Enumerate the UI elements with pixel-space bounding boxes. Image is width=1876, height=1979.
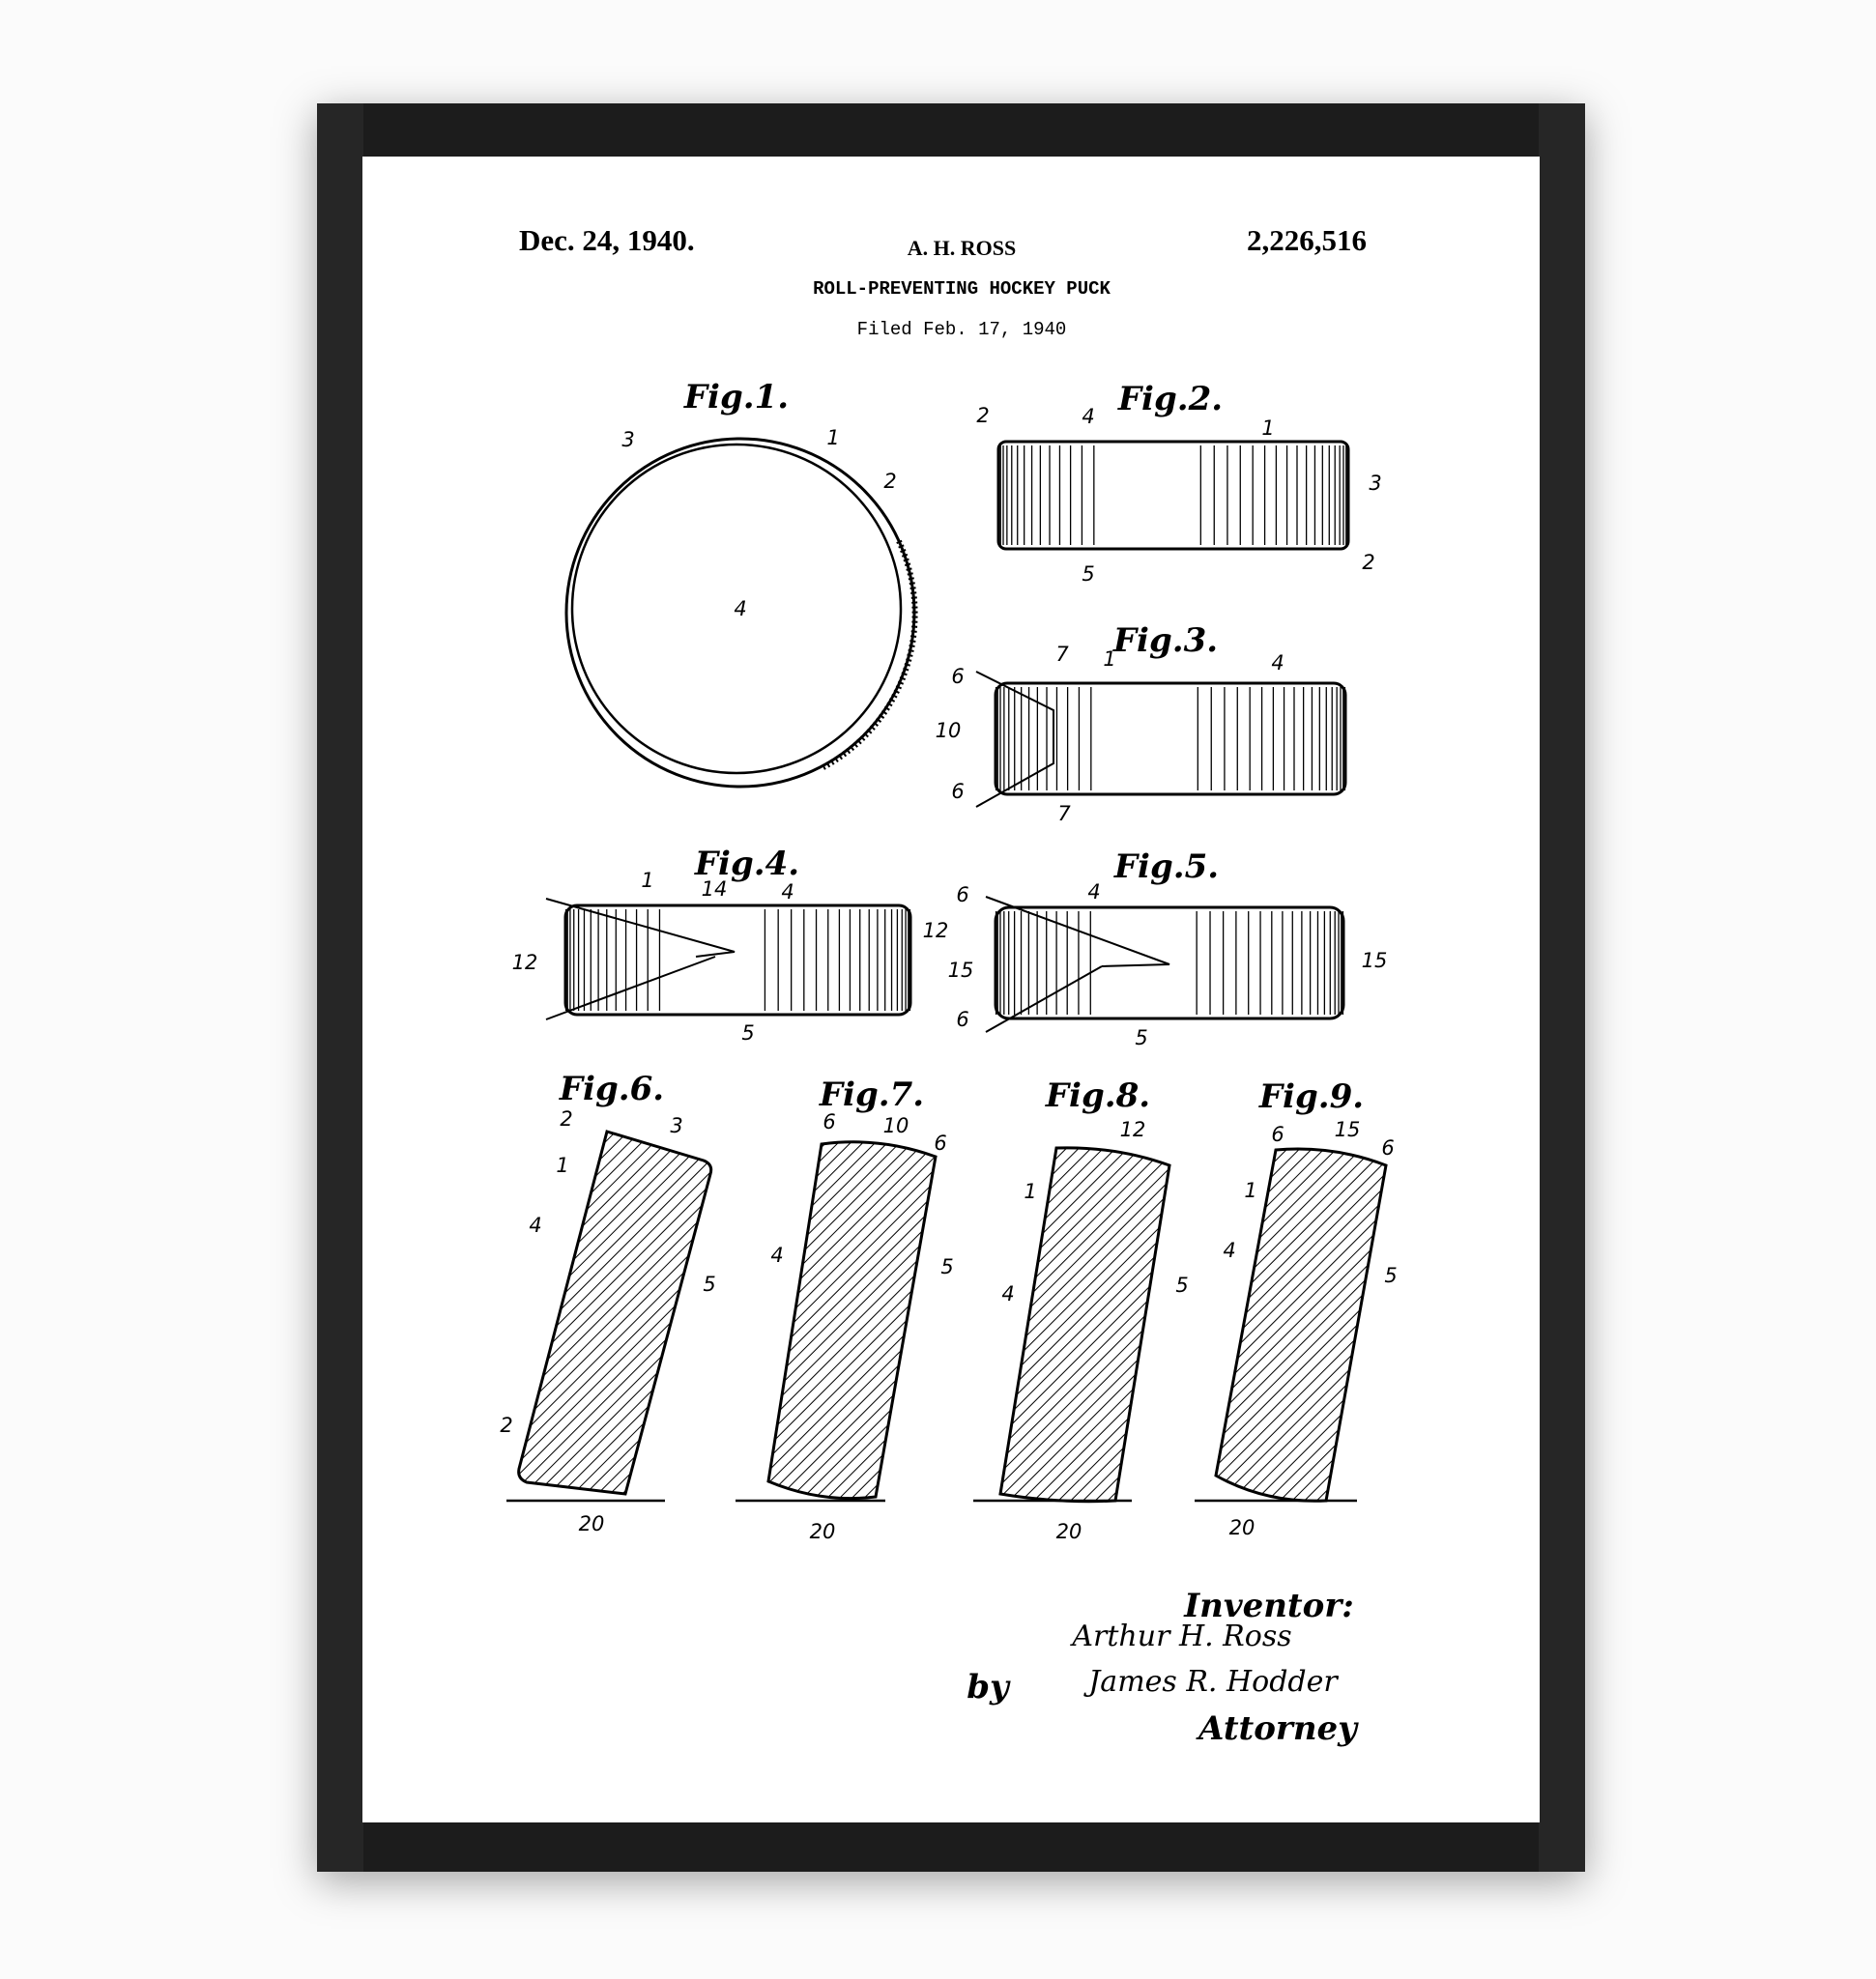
- reference-numeral: 15: [948, 959, 974, 982]
- by-label: by: [967, 1668, 1011, 1707]
- fig-5-puck-side-view: [994, 905, 1345, 1020]
- reference-numeral: 10: [936, 719, 962, 742]
- reference-numeral: 2: [976, 404, 989, 427]
- fig-1-label: Fig.1.: [683, 378, 789, 416]
- reference-numeral: 2: [500, 1414, 512, 1437]
- reference-numeral: 6: [956, 1008, 968, 1031]
- reference-numeral: 6: [1271, 1123, 1284, 1146]
- reference-numeral: 2: [1362, 551, 1374, 574]
- attorney-heading: Attorney: [1196, 1709, 1359, 1748]
- reference-numerals: 3 1 2 4 2 4 1 3 2 5 7 1 4 6 10 6 7 1 14 …: [500, 404, 1397, 1543]
- inventor-signature: Arthur H. Ross: [1069, 1620, 1291, 1653]
- reference-numeral: 6: [956, 883, 968, 906]
- reference-numeral: 2: [883, 470, 896, 493]
- reference-numeral: 4: [770, 1244, 783, 1267]
- reference-numeral: 1: [1103, 647, 1115, 671]
- frame-bevel-right: [1539, 103, 1585, 1872]
- reference-numeral: 1: [1244, 1179, 1256, 1202]
- reference-numeral: 3: [621, 428, 634, 451]
- fig-8-label: Fig.8.: [1045, 1076, 1150, 1115]
- patent-title: ROLL-PREVENTING HOCKEY PUCK: [813, 278, 1111, 300]
- reference-numeral: 5: [1175, 1274, 1188, 1297]
- filed-date: Filed Feb. 17, 1940: [857, 319, 1067, 340]
- reference-numeral: 1: [1024, 1180, 1036, 1203]
- attorney-signature: James R. Hodder: [1082, 1665, 1339, 1699]
- reference-numeral: 15: [1335, 1118, 1361, 1141]
- reference-numeral: 15: [1362, 949, 1388, 972]
- frame-bevel-left: [317, 103, 363, 1872]
- fig-3-puck-side-view: [994, 681, 1347, 796]
- reference-numeral: 7: [1055, 643, 1069, 666]
- reference-numeral: 4: [734, 597, 746, 620]
- reference-numeral: 1: [1261, 416, 1274, 440]
- fig-7-tilted-puck: [766, 1140, 938, 1501]
- reference-numeral: 2: [560, 1107, 572, 1131]
- reference-numeral: 6: [951, 665, 964, 688]
- patent-date: Dec. 24, 1940.: [519, 223, 695, 257]
- reference-numeral: 4: [1271, 651, 1284, 674]
- reference-numeral: 4: [529, 1214, 541, 1237]
- reference-numeral: 5: [1384, 1264, 1397, 1287]
- reference-numeral: 6: [951, 780, 964, 803]
- reference-numeral: 5: [1135, 1026, 1147, 1049]
- section-lines: [545, 671, 1170, 1033]
- reference-numeral: 12: [923, 919, 949, 942]
- reference-numeral: 20: [579, 1512, 605, 1535]
- reference-numeral: 20: [810, 1520, 836, 1543]
- fig-9-tilted-puck: [1214, 1147, 1388, 1503]
- reference-numeral: 6: [823, 1110, 835, 1133]
- fig-6-label: Fig.6.: [559, 1070, 664, 1108]
- reference-numeral: 4: [1223, 1239, 1235, 1262]
- reference-numeral: 14: [702, 877, 728, 901]
- reference-numeral: 1: [556, 1154, 568, 1177]
- reference-numeral: 1: [641, 869, 653, 892]
- reference-numeral: 7: [1057, 802, 1071, 825]
- fig-4-puck-side-view: [563, 903, 912, 1017]
- reference-numeral: 5: [1082, 562, 1094, 586]
- reference-numeral: 4: [781, 880, 794, 903]
- fig-2-puck-side-view: [996, 440, 1350, 551]
- inventor-name: A. H. ROSS: [908, 236, 1016, 260]
- fig-9-label: Fig.9.: [1258, 1077, 1364, 1116]
- reference-numeral: 6: [1381, 1136, 1394, 1160]
- reference-numeral: 3: [670, 1114, 682, 1137]
- reference-numeral: 20: [1056, 1520, 1082, 1543]
- reference-numeral: 3: [1369, 472, 1381, 495]
- reference-numeral: 20: [1229, 1516, 1255, 1539]
- reference-numeral: 4: [1082, 405, 1094, 428]
- puck-ridge-lines: [564, 445, 1349, 1015]
- reference-numeral: 12: [1120, 1118, 1146, 1141]
- patent-number: 2,226,516: [1247, 223, 1367, 257]
- fig-1-puck-top-view: [564, 437, 918, 789]
- reference-numeral: 10: [883, 1114, 909, 1137]
- fig-2-label: Fig.2.: [1117, 380, 1223, 418]
- fig-7-label: Fig.7.: [819, 1076, 924, 1114]
- reference-numeral: 1: [826, 426, 839, 449]
- reference-numeral: 5: [741, 1021, 754, 1045]
- reference-numeral: 4: [1087, 880, 1100, 903]
- fig-6-tilted-puck: [517, 1130, 713, 1496]
- fig-3-label: Fig.3.: [1112, 621, 1218, 660]
- inventor-heading: Inventor:: [1183, 1587, 1354, 1625]
- fig-5-label: Fig.5.: [1113, 847, 1219, 886]
- reference-numeral: 4: [1001, 1282, 1014, 1305]
- reference-numeral: 5: [940, 1255, 953, 1278]
- reference-numeral: 5: [703, 1273, 715, 1296]
- fig-4-label: Fig.4.: [694, 845, 799, 883]
- reference-numeral: 12: [512, 951, 538, 974]
- reference-numeral: 6: [934, 1132, 946, 1155]
